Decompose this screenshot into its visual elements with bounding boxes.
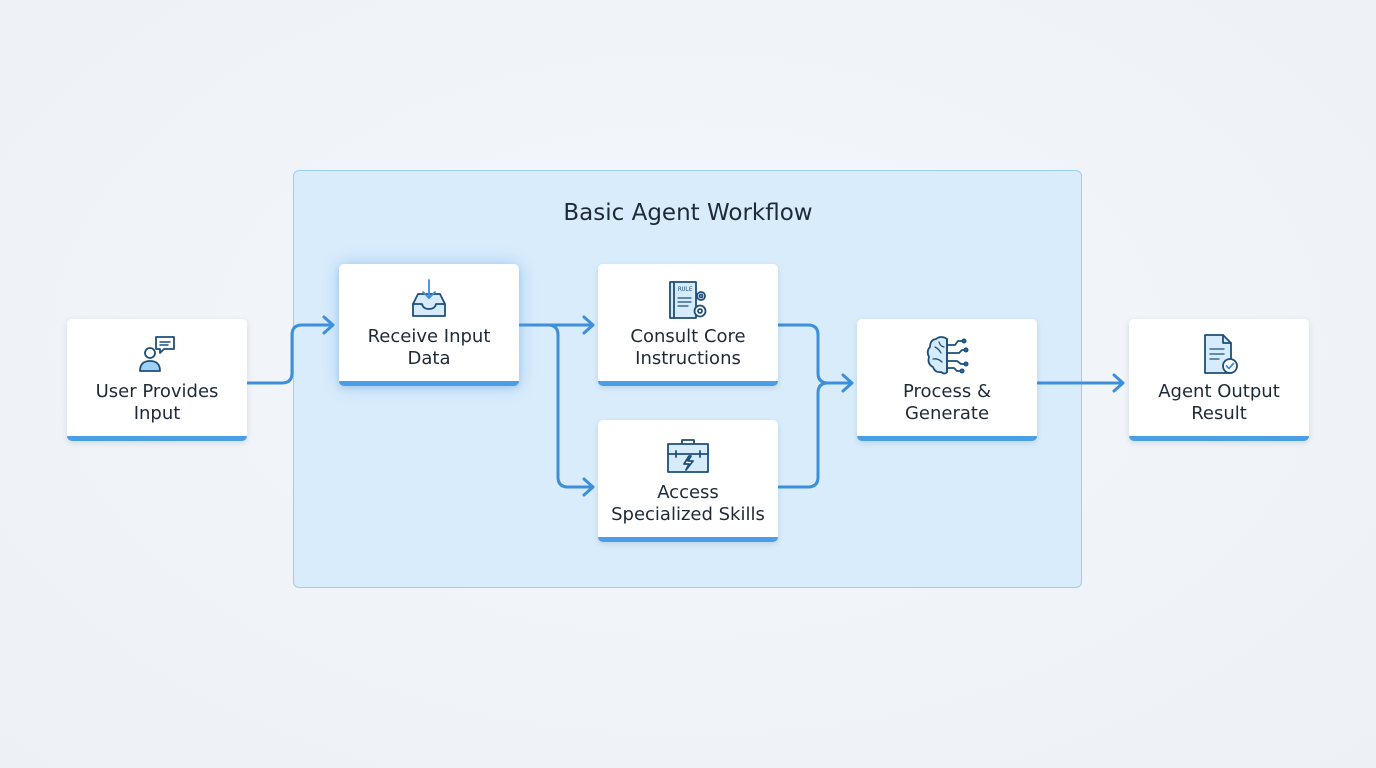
node-label: Receive Input Data xyxy=(367,326,491,369)
document-check-icon xyxy=(1204,334,1238,374)
node-process-generate[interactable]: Process & Generate xyxy=(857,319,1037,441)
node-agent-output[interactable]: Agent Output Result xyxy=(1129,319,1309,441)
node-user-input[interactable]: User Provides Input xyxy=(67,319,247,441)
node-consult-instructions[interactable]: RULE Consult Core Instructions xyxy=(598,264,778,386)
rule-book-text: RULE xyxy=(678,286,693,293)
node-label: Access Specialized Skills xyxy=(611,482,765,525)
inbox-download-icon xyxy=(412,279,446,317)
user-chat-icon xyxy=(139,336,175,372)
arrowhead-output xyxy=(1112,373,1125,393)
rule-book-gear-icon: RULE xyxy=(669,281,707,319)
node-receive-input[interactable]: Receive Input Data xyxy=(339,264,519,386)
group-title: Basic Agent Workflow xyxy=(563,200,813,226)
node-specialized-skills[interactable]: Access Specialized Skills xyxy=(598,420,778,542)
node-label: Consult Core Instructions xyxy=(630,326,746,369)
brain-circuit-icon xyxy=(926,336,969,375)
node-label: User Provides Input xyxy=(95,381,219,424)
node-label: Agent Output Result xyxy=(1158,381,1280,424)
node-label: Process & Generate xyxy=(902,381,992,424)
toolbox-lightning-icon xyxy=(667,439,709,473)
